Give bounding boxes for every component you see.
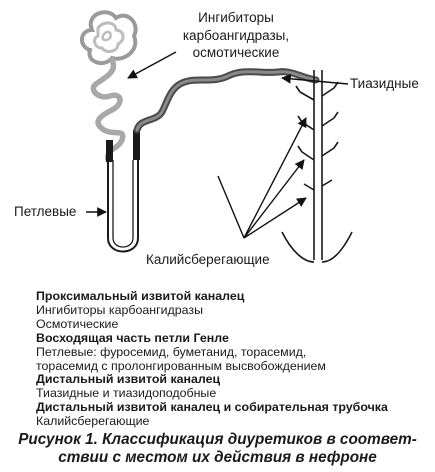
legend-item: Калийсберегающие [36, 414, 150, 429]
label-inhibitors-3: осмотические [193, 45, 280, 60]
label-inhibitors-1: Ингибиторы [198, 10, 274, 25]
legend-item: Петлевые: фуросемид, буметанид, торасеми… [36, 344, 307, 359]
caption-line-1: Рисунок 1. Классификация диуретиков в со… [18, 431, 417, 448]
legend-item: Осмотические [36, 316, 119, 331]
legend-heading: Проксимальный извитой каналец [36, 289, 245, 303]
figure-caption: Рисунок 1. Классификация диуретиков в со… [0, 431, 435, 466]
nephron-diagram: Ингибиторы карбоангидразы, осмотические … [14, 10, 419, 267]
pointer-arrows [86, 51, 349, 239]
loop-of-henle [106, 130, 140, 253]
label-k-sparing: Калийсберегающие [146, 252, 270, 267]
label-inhibitors-2: карбоангидразы, [183, 28, 289, 43]
label-loop: Петлевые [14, 204, 76, 219]
legend-item: Ингибиторы карбоангидразы [36, 302, 203, 317]
caption-line-2: ствии с местом их действия в нефроне [58, 448, 377, 466]
legend-heading: Дистальный извитой каналец [36, 372, 221, 387]
proximal-tubule [90, 57, 126, 163]
glomerulus [80, 10, 138, 66]
collecting-duct [281, 70, 353, 263]
legend-heading: Восходящая часть петли Генле [36, 330, 229, 345]
legend-heading: Дистальный извитой каналец и собирательн… [36, 400, 388, 415]
label-thiazide: Тиазидные [350, 76, 419, 91]
legend-item: торасемид с пролонгированным высвобожден… [36, 358, 326, 373]
legend-item: Тиазидные и тиазидоподобные [36, 386, 217, 401]
distal-tubule [133, 68, 320, 134]
